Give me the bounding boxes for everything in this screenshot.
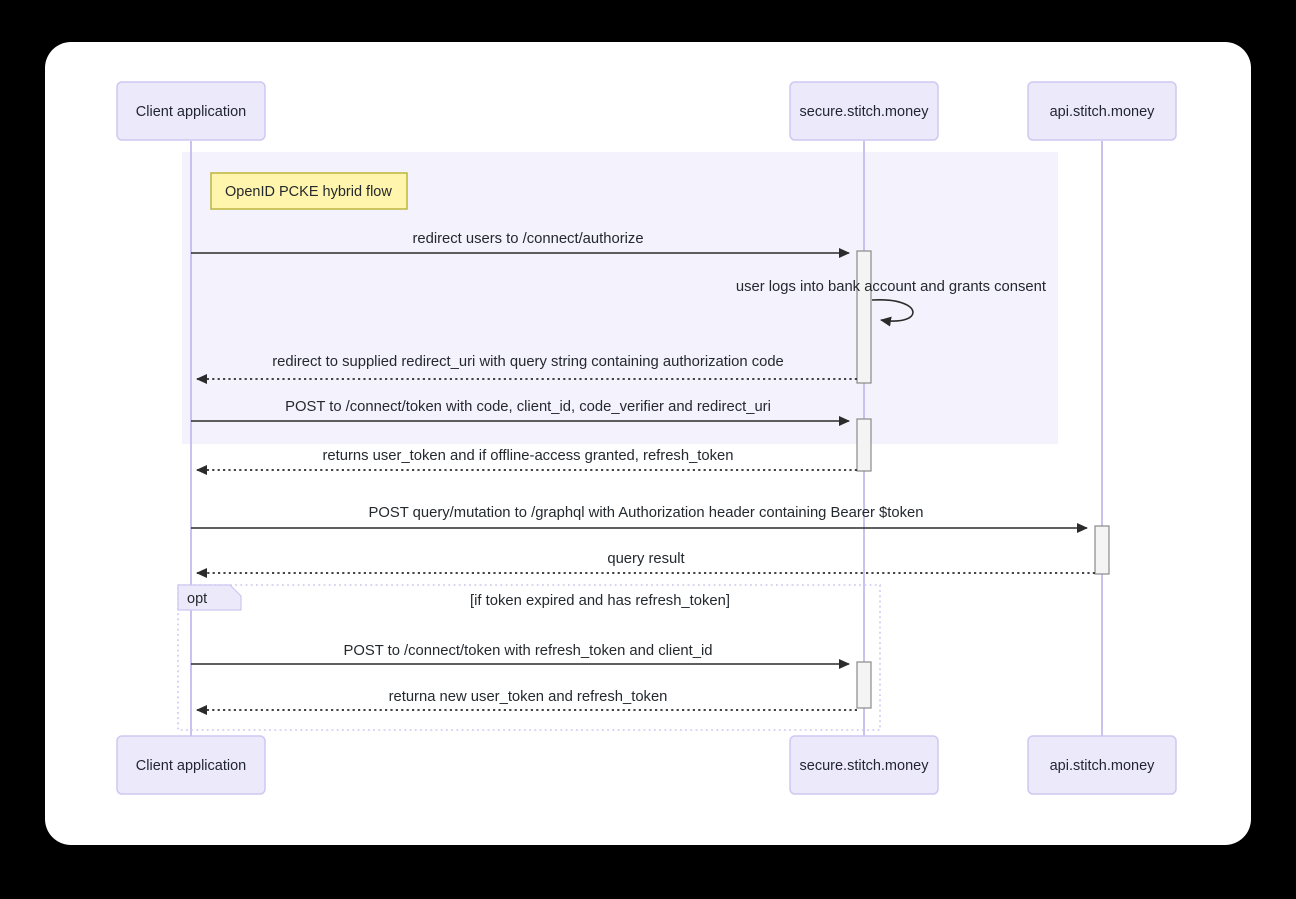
fragment-tag-label: opt: [187, 591, 207, 607]
diagram-card: Client application secure.stitch.money a…: [45, 42, 1251, 845]
participant-bottom-api-label: api.stitch.money: [1050, 758, 1156, 774]
participant-box[interactable]: [116, 81, 266, 141]
note-label: OpenID PCKE hybrid flow: [225, 184, 392, 200]
message-label: redirect users to /connect/authorize: [412, 231, 643, 247]
message-label: user logs into bank account and grants c…: [736, 279, 1046, 295]
participant-bottom-client[interactable]: Client application: [116, 735, 266, 795]
message-post-connect-token-with-code: POST to /connect/token with code, client…: [191, 399, 850, 426]
message-user-logs-into-bank-account: user logs into bank account and grants c…: [736, 279, 1046, 327]
participant-box[interactable]: [116, 735, 266, 795]
participant-box[interactable]: [789, 81, 939, 141]
fragment-tag-shape: [177, 584, 242, 611]
message-redirect-users-to-connect-authorize: redirect users to /connect/authorize: [191, 231, 850, 258]
participant-top-client[interactable]: Client application: [116, 81, 266, 141]
participant-top-api[interactable]: api.stitch.money: [1027, 81, 1177, 141]
note-box: [210, 172, 408, 210]
message-label: POST to /connect/token with code, client…: [285, 399, 771, 415]
sequence-diagram: Client application secure.stitch.money a…: [45, 42, 1251, 845]
activation-secure-3: [856, 661, 872, 709]
participant-box[interactable]: [1027, 81, 1177, 141]
message-post-graphql-query-mutation: POST query/mutation to /graphql with Aut…: [191, 505, 1088, 533]
participant-bottom-client-label: Client application: [136, 758, 246, 774]
participant-top-secure[interactable]: secure.stitch.money: [789, 81, 939, 141]
message-label: redirect to supplied redirect_uri with q…: [272, 354, 784, 370]
message-post-connect-token-refresh: POST to /connect/token with refresh_toke…: [191, 643, 850, 669]
message-query-result: query result: [196, 551, 1095, 578]
message-label: query result: [607, 551, 684, 567]
note-openid-pcke-hybrid-flow: OpenID PCKE hybrid flow: [210, 172, 408, 210]
self-message-arrow: [871, 299, 914, 327]
activation-secure-2: [856, 418, 872, 472]
sequence-diagram-canvas: Client application secure.stitch.money a…: [116, 81, 1177, 795]
message-redirect-to-supplied-redirect-uri: redirect to supplied redirect_uri with q…: [196, 354, 857, 384]
participant-top-client-label: Client application: [136, 104, 246, 120]
participant-top-secure-label: secure.stitch.money: [800, 104, 930, 120]
message-label: POST to /connect/token with refresh_toke…: [343, 643, 712, 659]
participant-box[interactable]: [1027, 735, 1177, 795]
message-returna-new-user-token: returna new user_token and refresh_token: [196, 689, 857, 715]
message-label: POST query/mutation to /graphql with Aut…: [369, 505, 924, 521]
participant-bottom-api[interactable]: api.stitch.money: [1027, 735, 1177, 795]
participant-top-api-label: api.stitch.money: [1050, 104, 1156, 120]
message-label: returns user_token and if offline-access…: [323, 448, 734, 464]
activation-secure-1: [856, 250, 872, 384]
message-label: returna new user_token and refresh_token: [389, 689, 668, 705]
participant-bottom-secure[interactable]: secure.stitch.money: [789, 735, 939, 795]
fragment-condition-label: [if token expired and has refresh_token]: [470, 593, 730, 609]
fragment-opt: opt [if token expired and has refresh_to…: [177, 584, 881, 731]
participant-bottom-secure-label: secure.stitch.money: [800, 758, 930, 774]
activation-api-1: [1094, 525, 1110, 575]
message-returns-user-token: returns user_token and if offline-access…: [196, 448, 857, 475]
participant-box[interactable]: [789, 735, 939, 795]
